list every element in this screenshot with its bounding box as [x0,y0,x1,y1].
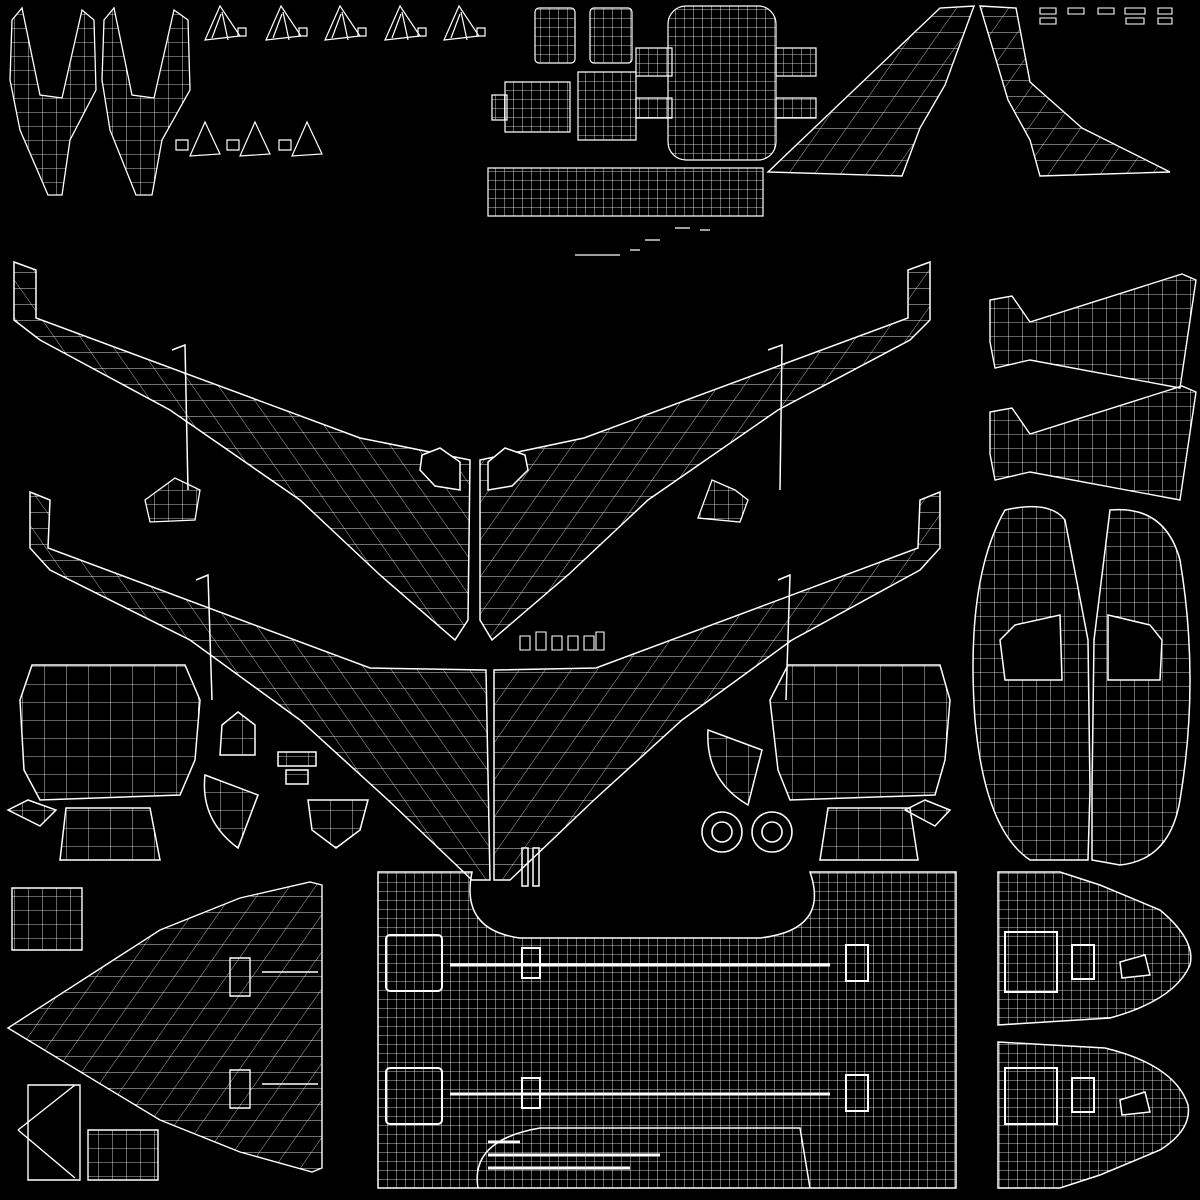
wheel-hubs-island [702,812,792,852]
small-fin-pieces-island [176,6,485,156]
wing-flap-pieces [145,478,748,522]
vertical-tail-pair-island [10,8,190,195]
winglets-island [990,274,1196,500]
fuselage-center-panel-island [378,872,956,1188]
fuselage-tail-cone-island [8,882,322,1180]
actuator-bolts [520,632,604,650]
engine-nacelles-island [8,665,950,860]
horizontal-stabilizer-pair-island [768,6,1170,176]
lower-wing-pair-island [30,492,940,886]
cockpit-nose-panels-island [998,872,1191,1188]
upper-wing-pair-island [14,262,930,640]
nose-cone-shells-island [973,507,1190,865]
tiny-text-blocks [1040,8,1172,24]
landing-gear-parts-island [488,6,816,255]
